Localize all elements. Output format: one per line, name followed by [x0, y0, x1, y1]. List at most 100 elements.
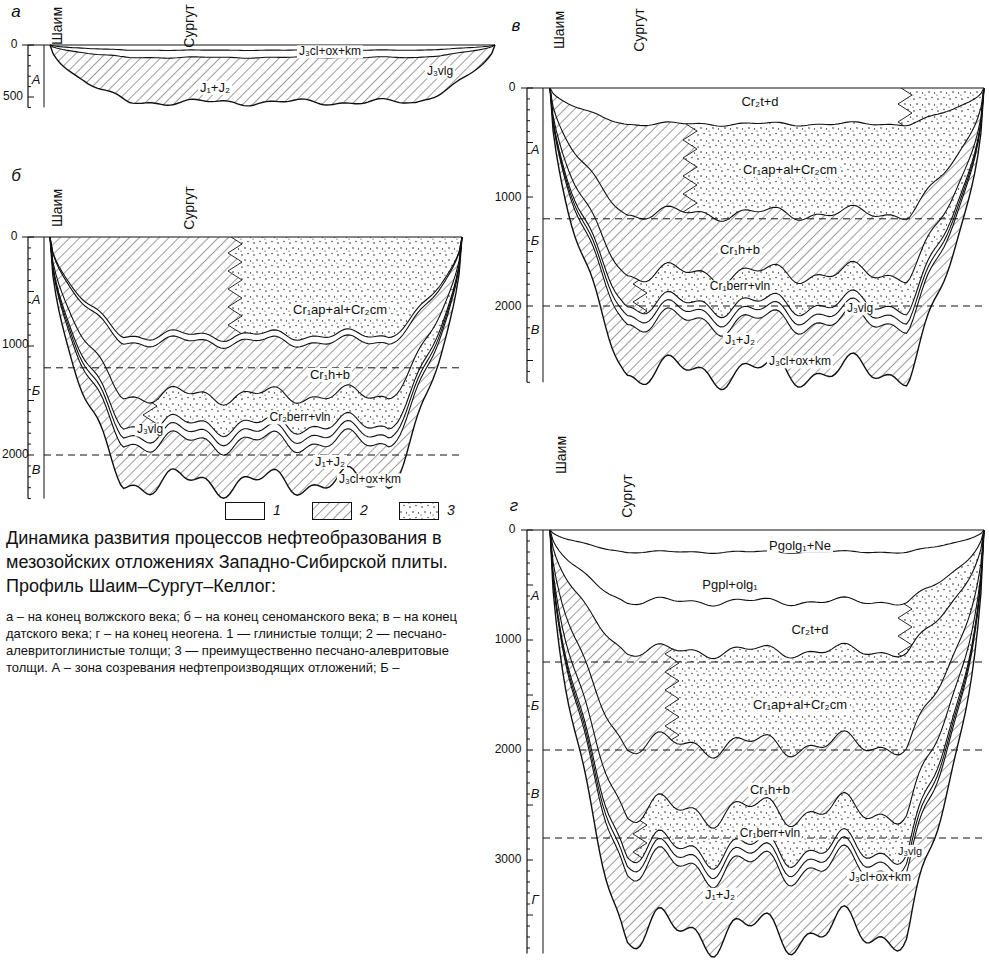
zone-boundary — [543, 306, 984, 307]
axis-tick — [527, 728, 530, 729]
axis-tick — [28, 97, 34, 98]
axis-tick — [527, 552, 530, 553]
layer-boundary — [550, 530, 984, 659]
zone-boundary — [44, 367, 462, 368]
unit-label: J₃vlg — [135, 423, 165, 436]
sand-facies — [50, 237, 462, 437]
unit-label: J₃cl+ox+km — [337, 473, 403, 486]
axis-tick — [527, 673, 530, 674]
axis-tick — [28, 465, 31, 466]
axis-tick — [527, 717, 530, 718]
layer-boundary — [50, 44, 495, 45]
axis-tick — [28, 422, 31, 423]
axis-tick — [527, 327, 530, 328]
axis-tick — [527, 295, 530, 296]
axis-tick — [527, 98, 530, 99]
zone-boundary — [543, 662, 984, 663]
axis-tick — [28, 411, 31, 412]
unit-label: J₃cl+ox+km — [767, 355, 833, 368]
axis-tick — [527, 794, 530, 795]
axis-label: в — [512, 17, 521, 36]
place-name: Шаим — [554, 436, 569, 474]
axis-tick — [28, 444, 31, 445]
axis-label: 500 — [3, 90, 23, 103]
zone-column — [543, 530, 544, 954]
place-name: Сургут — [182, 186, 197, 229]
axis-tick — [527, 926, 530, 927]
axis-tick — [28, 45, 34, 46]
axis-label: Б — [531, 699, 539, 713]
axis-tick — [527, 816, 530, 817]
axis-tick — [527, 360, 533, 361]
unit-label: J₃vlg — [845, 302, 875, 315]
axis-tick — [527, 662, 530, 663]
axis-label: Б — [32, 384, 40, 398]
unit-label: Cr₁berr+vln — [708, 280, 772, 293]
axis-tick — [28, 356, 31, 357]
sand-facies — [550, 88, 984, 126]
surface-line — [521, 530, 550, 531]
rock-layer — [50, 237, 462, 405]
place-name: Шаим — [50, 7, 65, 45]
axis-tick — [527, 120, 530, 121]
axis-tick — [28, 335, 31, 336]
depth-axis — [526, 88, 527, 382]
place-name: Шаим — [50, 189, 65, 227]
layer-boundary — [50, 237, 462, 498]
axis-tick — [527, 153, 530, 154]
axis-tick — [527, 761, 530, 762]
axis-tick — [28, 280, 31, 281]
axis-tick — [28, 498, 31, 499]
layer-boundary — [550, 530, 984, 879]
axis-tick — [28, 433, 31, 434]
axis-label: б — [11, 167, 21, 186]
axis-label: А — [32, 293, 41, 307]
layer-boundary — [50, 237, 462, 437]
rock-layer — [50, 237, 462, 348]
layer-boundary — [550, 530, 984, 888]
place-name: Сургут — [620, 474, 635, 517]
layer-boundary — [550, 530, 984, 606]
axis-tick — [28, 237, 34, 238]
layer-boundary — [50, 237, 462, 342]
axis-tick — [527, 229, 530, 230]
layer-boundary — [550, 530, 984, 553]
unit-label: Cr₁h+b — [748, 783, 792, 797]
sand-facies — [550, 88, 984, 221]
axis-tick — [527, 805, 533, 806]
rock-layer — [550, 88, 984, 318]
legend-swatch — [400, 503, 439, 520]
layer-boundary — [50, 236, 462, 237]
unit-label: Cr₁h+b — [308, 368, 352, 382]
axis-label: г — [510, 497, 518, 516]
axis-tick — [527, 284, 530, 285]
rock-layer — [550, 88, 984, 336]
axis-tick — [28, 455, 34, 456]
axis-label: 0 — [509, 523, 516, 536]
unit-label: J₃vlg — [425, 65, 455, 78]
axis-tick — [28, 55, 31, 56]
unit-label: J₃cl+ox+km — [847, 871, 913, 884]
axis-tick — [28, 291, 34, 292]
axis-tick — [527, 240, 530, 241]
axis-label: Г — [531, 893, 538, 907]
axis-tick — [28, 324, 31, 325]
legend-number: 2 — [360, 503, 368, 518]
axis-tick — [527, 164, 530, 165]
unit-label: Cr₁berr+vln — [738, 827, 802, 840]
axis-tick — [28, 107, 31, 108]
unit-label: Cr₁ap+al+Cr₂cm — [741, 163, 839, 177]
rock-layer — [550, 88, 984, 221]
axis-label: Б — [531, 234, 539, 248]
rock-layer — [50, 45, 495, 51]
layer-boundary — [550, 87, 984, 88]
unit-label: Cr₁ap+al+Cr₂cm — [291, 303, 389, 317]
layer-boundary — [550, 529, 984, 530]
axis-label: А — [531, 143, 540, 157]
axis-tick — [527, 739, 530, 740]
unit-label: Cr₂berr+vln — [267, 411, 332, 424]
surface-line — [22, 237, 50, 238]
axis-tick — [527, 186, 530, 187]
layer-boundary — [50, 237, 462, 348]
axis-tick — [527, 772, 530, 773]
